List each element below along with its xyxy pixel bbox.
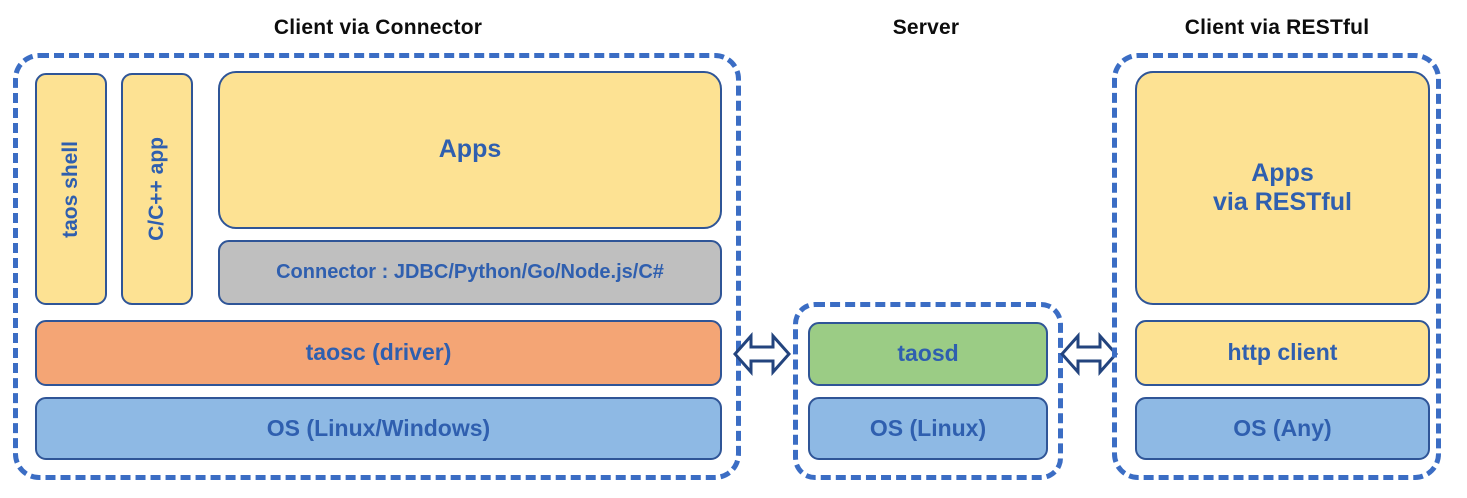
group-client-connector [13, 53, 741, 480]
box-taosc-driver[interactable]: taosc (driver) [35, 320, 722, 386]
box-taosd[interactable]: taosd [808, 322, 1048, 386]
section-title-client-connector: Client via Connector [273, 16, 483, 39]
box-apps-connector-label: Apps [438, 135, 502, 164]
arrow-connector-to-server [733, 328, 791, 380]
arrow-server-to-restful [1060, 328, 1118, 380]
box-c-app[interactable]: C/C++ app [121, 73, 193, 305]
box-apps-connector[interactable]: Apps [218, 71, 722, 229]
box-taosc-driver-label: taosc (driver) [305, 339, 452, 366]
box-http-client-label: http client [1227, 339, 1338, 366]
box-c-app-label: C/C++ app [144, 137, 168, 241]
box-os-server-label: OS (Linux) [869, 414, 987, 441]
box-http-client[interactable]: http client [1135, 320, 1430, 386]
group-server [793, 302, 1063, 480]
box-os-client-connector-label: OS (Linux/Windows) [266, 414, 491, 441]
box-taosd-label: taosd [897, 340, 959, 367]
box-apps-restful[interactable]: Apps via RESTful [1135, 71, 1430, 305]
box-taos-shell-label: taos shell [58, 140, 82, 238]
box-os-client-connector[interactable]: OS (Linux/Windows) [35, 397, 722, 460]
group-client-restful [1112, 53, 1441, 480]
box-os-client-restful[interactable]: OS (Any) [1135, 397, 1430, 460]
box-os-client-restful-label: OS (Any) [1233, 414, 1332, 441]
box-taos-shell[interactable]: taos shell [35, 73, 107, 305]
box-os-server[interactable]: OS (Linux) [808, 397, 1048, 460]
box-apps-restful-label-line1: Apps [1251, 158, 1314, 187]
section-title-server: Server [892, 16, 960, 39]
box-connector-list-label: Connector : JDBC/Python/Go/Node.js/C# [276, 260, 664, 283]
box-apps-restful-label-line2: via RESTful [1213, 188, 1352, 216]
box-connector-list[interactable]: Connector : JDBC/Python/Go/Node.js/C# [218, 240, 722, 305]
section-title-client-restful: Client via RESTful [1184, 16, 1370, 39]
